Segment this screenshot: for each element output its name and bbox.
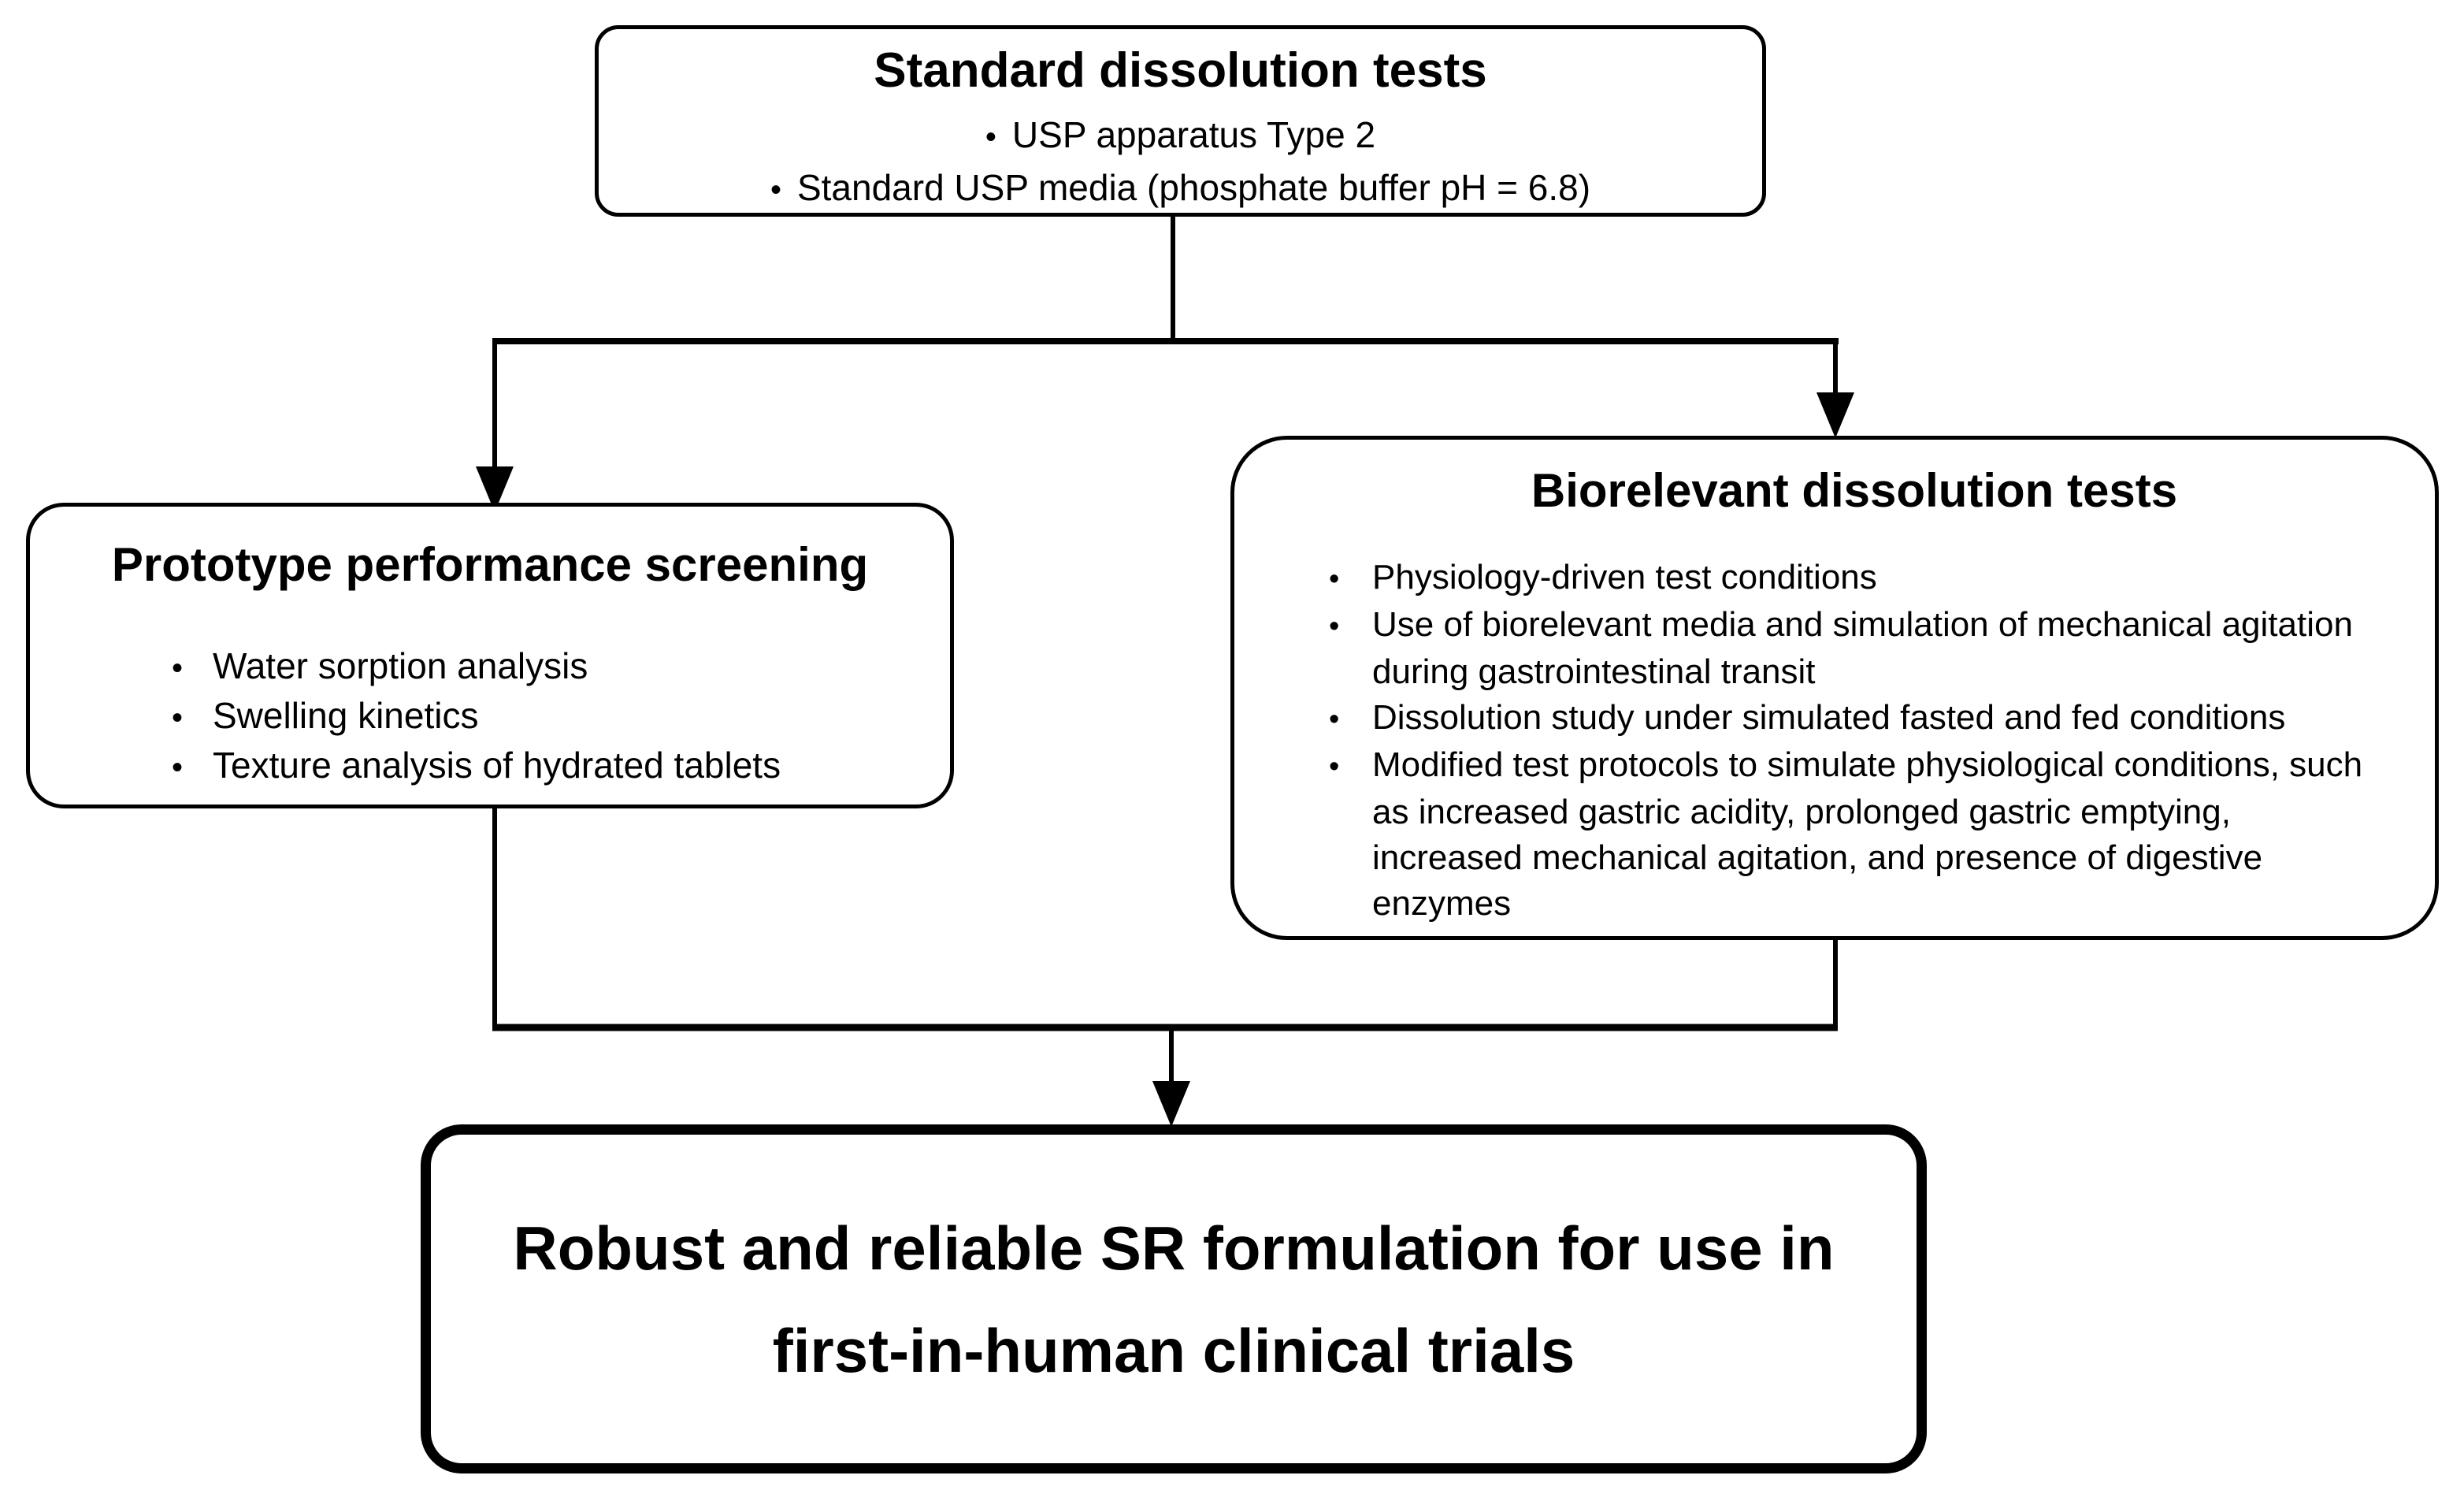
node-standard-dissolution-tests: Standard dissolution tests • USP apparat… <box>595 25 1766 217</box>
node-title: Biorelevant dissolution tests <box>1531 464 2178 517</box>
node-prototype-performance-screening: Prototype performance screening • Water s… <box>26 503 954 808</box>
bullet-icon: • <box>1329 563 1340 596</box>
node-title: Standard dissolution tests <box>874 43 1487 98</box>
bullet-text: Swelling kinetics <box>213 695 479 736</box>
bullet-text: Modified test protocols to simulate phys… <box>1372 745 2363 923</box>
bullet-item: • Modified test protocols to simulate phy… <box>1329 742 2380 927</box>
bullet-icon: • <box>172 700 184 735</box>
arrow-down-icon <box>1816 392 1854 438</box>
bullet-item: • Use of biorelevant media and simulation… <box>1329 602 2380 695</box>
bullet-icon: • <box>1329 750 1340 783</box>
bullet-icon: • <box>1329 703 1340 736</box>
node-biorelevant-dissolution-tests: Biorelevant dissolution tests • Physiolog… <box>1230 436 2439 940</box>
bullet-item: • Dissolution study under simulated faste… <box>1329 695 2380 742</box>
bullet-text: USP apparatus Type 2 <box>1011 114 1376 155</box>
node-title: Prototype performance screening <box>111 538 869 591</box>
connector-stroke-group <box>492 214 1839 1089</box>
bullet-item: • USP apparatus Type 2 <box>599 110 1762 162</box>
bullet-item: • Water sorption analysis <box>172 642 918 692</box>
bullet-text: Physiology-driven test conditions <box>1372 558 1877 596</box>
bullet-icon: • <box>172 750 184 785</box>
arrow-down-icon <box>1152 1081 1190 1127</box>
bullet-icon: • <box>1329 610 1340 643</box>
arrow-down-icon <box>476 466 514 512</box>
bullet-icon: • <box>770 173 781 207</box>
bullet-list: • Water sorption analysis • Swelling kinet… <box>61 642 918 791</box>
bullet-text: Use of biorelevant media and simulation … <box>1372 605 2353 691</box>
bullet-text: Standard USP media (phosphate buffer pH … <box>796 167 1591 208</box>
bullet-icon: • <box>985 120 996 154</box>
bullet-list: • USP apparatus Type 2 • Standard USP me… <box>599 110 1762 215</box>
arrowheads-group <box>476 392 1854 1127</box>
bullet-text: Dissolution study under simulated fasted… <box>1372 698 2286 737</box>
node-final-outcome: Robust and reliable SR formulation for u… <box>421 1124 1927 1473</box>
bullet-list: • Physiology-driven test conditions • Use … <box>1329 555 2380 927</box>
bullet-item: • Standard USP media (phosphate buffer p… <box>599 162 1762 215</box>
bullet-item: • Texture analysis of hydrated tablets <box>172 741 918 791</box>
node-title: Robust and reliable SR formulation for u… <box>513 1213 1835 1385</box>
bullet-icon: • <box>172 651 184 686</box>
bullet-text: Texture analysis of hydrated tablets <box>213 745 781 786</box>
bullet-item: • Physiology-driven test conditions <box>1329 555 2380 602</box>
bullet-item: • Swelling kinetics <box>172 692 918 741</box>
bullet-text: Water sorption analysis <box>213 645 588 686</box>
